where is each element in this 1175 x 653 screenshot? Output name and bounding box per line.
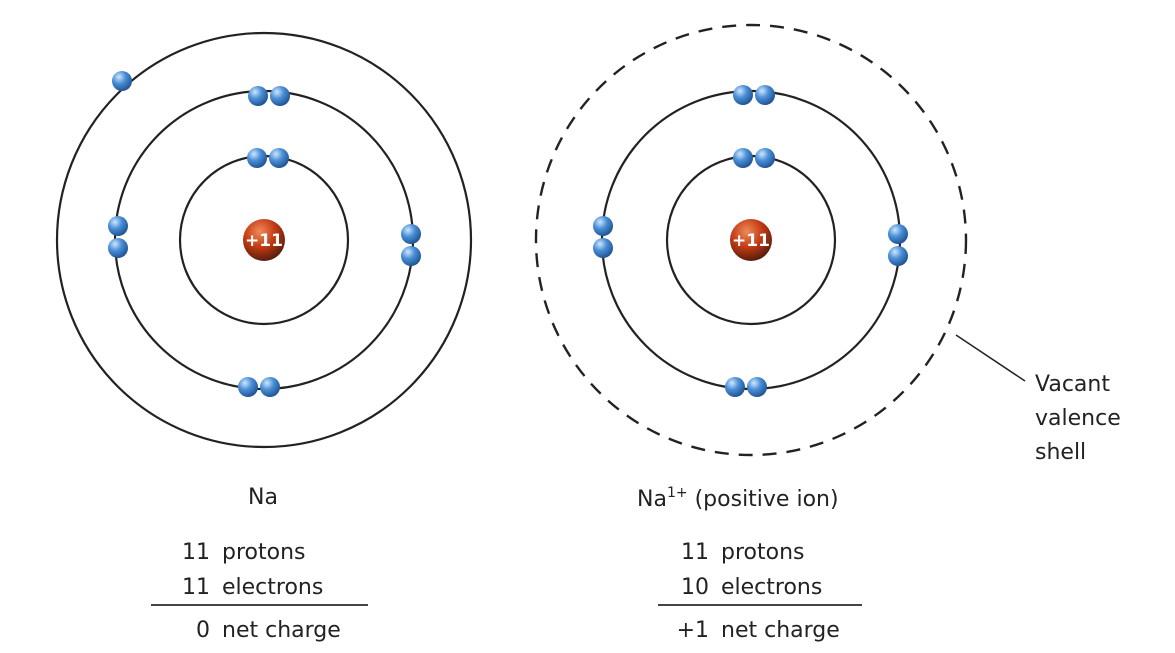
sodium-caption: Na	[248, 485, 278, 510]
nucleus: +11	[730, 219, 772, 261]
electron	[108, 238, 128, 258]
electron	[593, 216, 613, 236]
protons-count: 11	[681, 540, 709, 565]
electron	[755, 85, 775, 105]
electron	[248, 86, 268, 106]
sodium-tally: 11 protons 11 electrons 0 net charge	[151, 540, 370, 653]
protons-row: 11 protons	[664, 540, 869, 575]
electron	[247, 148, 267, 168]
ion-tally: 11 protons 10 electrons +1 net charge	[658, 540, 869, 653]
electron	[755, 148, 775, 168]
protons-label: protons	[222, 540, 306, 565]
callout-line-1: Vacant	[1035, 372, 1110, 397]
vacant-valence-shell-callout: Vacant valence shell	[1035, 368, 1121, 470]
protons-count: 11	[182, 540, 210, 565]
callout-line-2: valence	[1035, 406, 1121, 431]
electron	[733, 85, 753, 105]
sum-divider	[658, 604, 862, 606]
electrons-label: electrons	[721, 575, 823, 600]
net-charge-value: +1	[676, 618, 709, 643]
sum-divider	[151, 604, 368, 606]
electron	[888, 224, 908, 244]
ion-caption: Na1+ (positive ion)	[637, 485, 839, 512]
electrons-label: electrons	[222, 575, 324, 600]
net-charge-row: 0 net charge	[165, 618, 370, 653]
protons-label: protons	[721, 540, 805, 565]
electrons-count: 11	[182, 575, 210, 600]
electron	[270, 86, 290, 106]
electron	[260, 377, 280, 397]
electron	[593, 238, 613, 258]
net-charge-label: net charge	[222, 618, 341, 643]
vacant-valence-shell	[534, 23, 968, 457]
shell-3-orbit	[55, 31, 473, 449]
callout-leader-line	[955, 334, 1026, 382]
electron	[733, 148, 753, 168]
electron	[108, 216, 128, 236]
nucleus-charge-label: +11	[732, 231, 770, 251]
nucleus: +11	[243, 219, 285, 261]
ion-symbol: Na	[637, 487, 667, 512]
electron	[269, 148, 289, 168]
callout-line-3: shell	[1035, 440, 1087, 465]
electrons-row: 10 electrons	[664, 575, 869, 610]
valence-electron	[112, 71, 132, 91]
sodium-atom: +11	[55, 31, 473, 449]
electron	[401, 224, 421, 244]
electron	[238, 377, 258, 397]
net-charge-row: +1 net charge	[664, 618, 869, 653]
electrons-row: 11 electrons	[165, 575, 370, 610]
electron	[888, 246, 908, 266]
electron	[725, 377, 745, 397]
ion-charge-superscript: 1+	[666, 485, 688, 501]
sodium-ion: +11	[534, 23, 968, 457]
nucleus-charge-label: +11	[245, 231, 283, 251]
sodium-symbol: Na	[248, 485, 278, 510]
electrons-count: 10	[681, 575, 709, 600]
electron	[401, 246, 421, 266]
net-charge-value: 0	[196, 618, 210, 643]
ion-descriptor: (positive ion)	[694, 487, 839, 512]
net-charge-label: net charge	[721, 618, 840, 643]
protons-row: 11 protons	[165, 540, 370, 575]
electron	[747, 377, 767, 397]
